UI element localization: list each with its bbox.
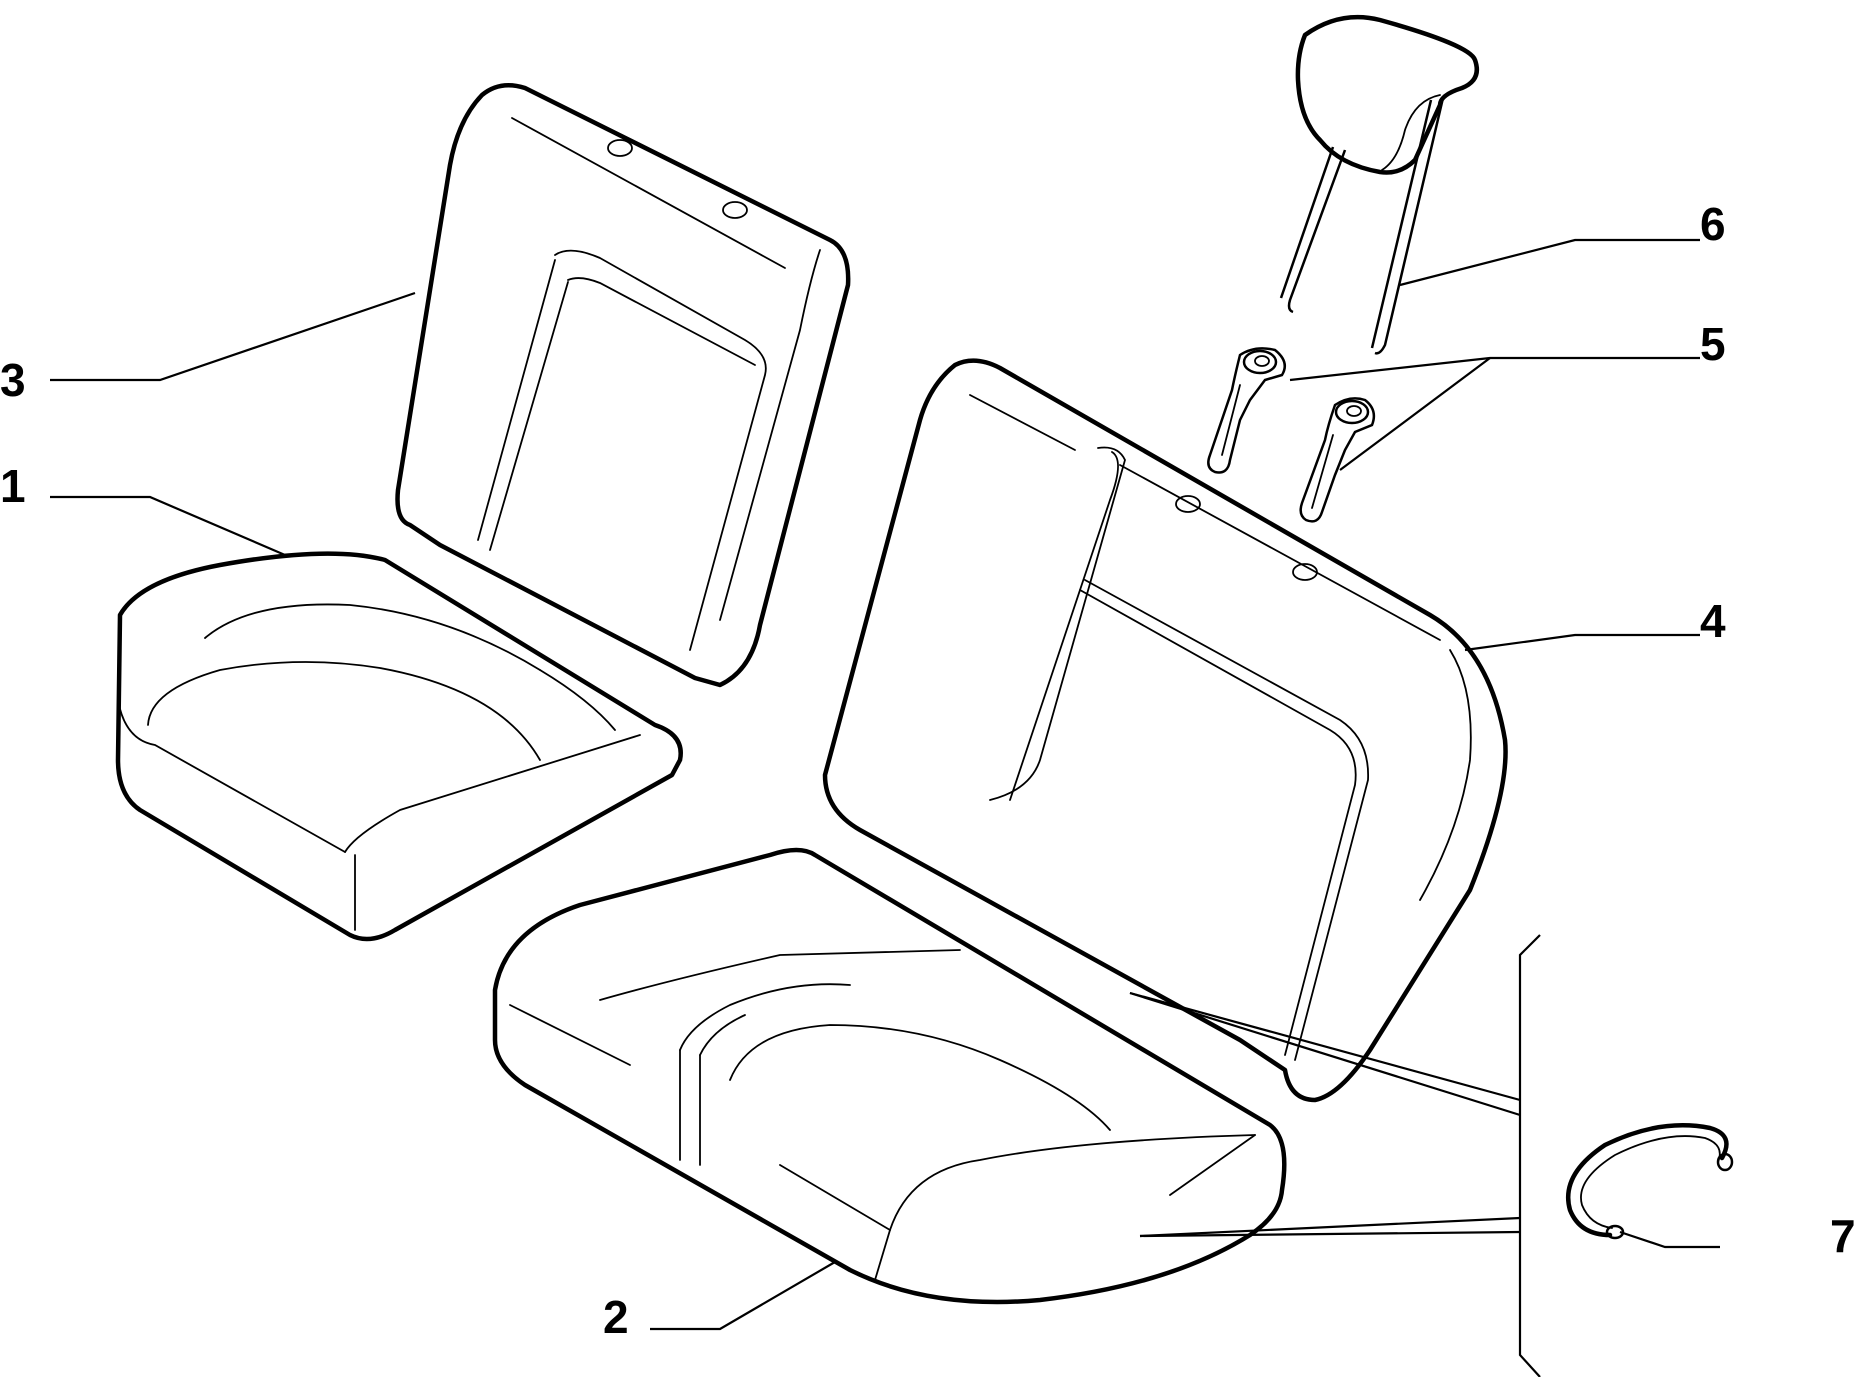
leader-lines — [50, 238, 1720, 1377]
callout-6: 6 — [1700, 198, 1726, 250]
callout-3: 3 — [0, 354, 26, 406]
part-6-headrest[interactable] — [1279, 14, 1480, 355]
part-4-right-backrest[interactable] — [822, 358, 1508, 1103]
callout-2: 2 — [603, 1291, 629, 1343]
part-3-left-backrest[interactable] — [395, 82, 851, 688]
callout-4: 4 — [1700, 595, 1726, 647]
callout-1: 1 — [0, 460, 26, 512]
callout-5: 5 — [1700, 318, 1726, 370]
part-7-retaining-ring[interactable] — [1565, 1123, 1734, 1240]
part-5-guide-sleeves[interactable] — [1207, 347, 1376, 523]
part-1-left-seat-cushion[interactable] — [115, 551, 683, 942]
callout-7: 7 — [1830, 1210, 1856, 1262]
